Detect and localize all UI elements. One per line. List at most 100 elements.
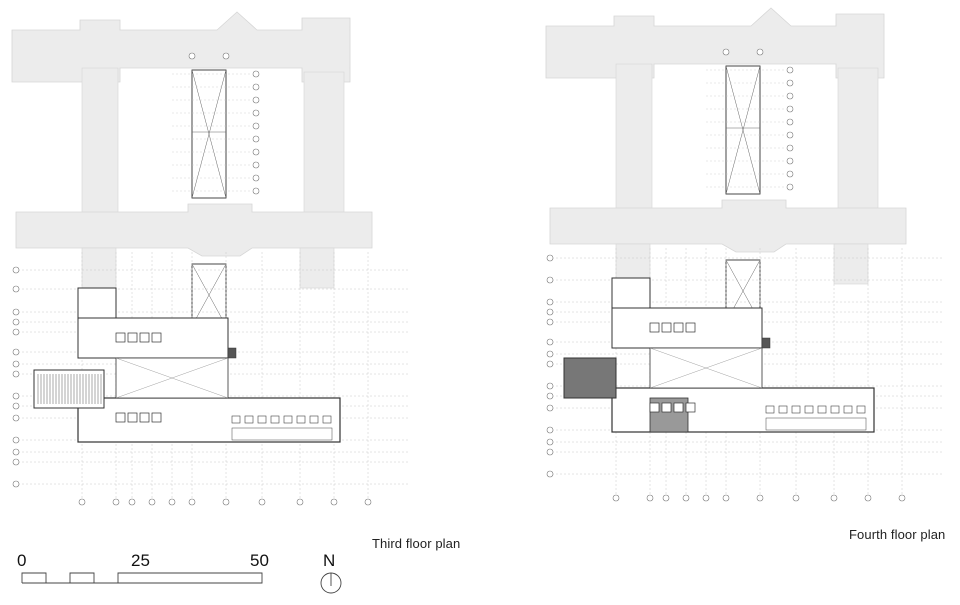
furniture-detail — [270, 415, 280, 424]
grid-bubble-atrium — [252, 135, 260, 143]
furniture-detail — [830, 405, 840, 414]
grid-bubble-col — [296, 498, 304, 506]
grid-bubble-col — [756, 494, 764, 502]
context-north-wing — [11, 11, 351, 83]
window-detail — [685, 322, 696, 333]
grid-bubble-row — [546, 360, 554, 368]
stair-block — [77, 287, 117, 319]
grid-bubble-col — [662, 494, 670, 502]
furniture-detail — [322, 415, 332, 424]
context-north-wing — [545, 7, 885, 79]
grid-bubble-atrium — [252, 187, 260, 195]
grid-bubble-row — [546, 276, 554, 284]
furniture-detail — [778, 405, 788, 414]
context-east-wing — [303, 71, 345, 219]
window-detail — [661, 402, 672, 413]
grid-bubble-atrium — [252, 96, 260, 104]
grid-bubble-row — [12, 436, 20, 444]
grid-bubble-col — [128, 498, 136, 506]
grid-bubble-atrium — [252, 148, 260, 156]
window-detail — [115, 412, 126, 423]
plan-line — [191, 263, 227, 327]
grid-bubble-atrium — [786, 105, 794, 113]
furniture-detail — [231, 415, 241, 424]
context-south-wing — [549, 199, 907, 253]
west-annex — [33, 369, 105, 409]
grid-bubble-row — [546, 448, 554, 456]
grid-bubble-col — [830, 494, 838, 502]
context-south-wing — [15, 203, 373, 257]
grid-bubble-col — [646, 494, 654, 502]
scale-bar-outline — [21, 572, 263, 584]
grid-bubble-row — [12, 348, 20, 356]
third-floor-caption: Third floor plan — [372, 536, 461, 551]
context-east-wing — [837, 67, 879, 215]
grid-bubble-row — [12, 414, 20, 422]
grid-bubble-col — [330, 498, 338, 506]
grid-bubble-row — [546, 308, 554, 316]
grid-bubble-row — [12, 392, 20, 400]
grid-bubble-row — [546, 350, 554, 358]
grid-bubble-row — [12, 370, 20, 378]
grid-bubble-col — [682, 494, 690, 502]
grid-bubble-atrium — [786, 170, 794, 178]
grid-bubble-row — [546, 392, 554, 400]
grid-bubble-row — [546, 338, 554, 346]
column-detail — [761, 337, 771, 349]
grid-bubble-col — [258, 498, 266, 506]
window-detail — [127, 332, 138, 343]
grid-bubble-row — [546, 318, 554, 326]
grid-bubble-row — [12, 266, 20, 274]
furniture-detail — [791, 405, 801, 414]
grid-bubble-atrium — [786, 183, 794, 191]
plan-line — [649, 347, 763, 389]
furniture-detail — [856, 405, 866, 414]
north-arrow-icon — [320, 572, 342, 594]
window-detail — [127, 412, 138, 423]
column-detail — [227, 347, 237, 359]
window-detail — [151, 332, 162, 343]
window-detail — [649, 402, 660, 413]
grid-bubble-col — [792, 494, 800, 502]
window-detail — [685, 402, 696, 413]
grid-bubble-row — [546, 382, 554, 390]
grid-bubble-col — [898, 494, 906, 502]
north-label: N — [323, 551, 336, 570]
grid-bubble-atrium — [786, 66, 794, 74]
grid-bubble-atrium — [252, 161, 260, 169]
scale-label-0: 0 — [17, 551, 27, 570]
window-detail — [115, 332, 126, 343]
grid-bubble-atrium — [786, 131, 794, 139]
plan-line — [725, 65, 761, 195]
window-detail — [151, 412, 162, 423]
grid-bubble-atrium — [786, 118, 794, 126]
grid-bubble-atrium — [786, 157, 794, 165]
grid-bubble-atrium — [252, 83, 260, 91]
scale-bar-icon — [21, 572, 263, 584]
grid-bubble-col — [864, 494, 872, 502]
grid-bubble-row — [12, 458, 20, 466]
furniture-detail — [309, 415, 319, 424]
grid-bubble-col — [148, 498, 156, 506]
window-detail — [649, 322, 660, 333]
grid-bubble-row — [546, 470, 554, 478]
grid-bubble-row — [546, 404, 554, 412]
grid-bubble-top — [222, 52, 230, 60]
window-detail — [661, 322, 672, 333]
grid-bubble-atrium — [252, 122, 260, 130]
grid-bubble-top — [756, 48, 764, 56]
grid-bubble-row — [12, 448, 20, 456]
grid-bubble-col — [722, 494, 730, 502]
grid-bubble-row — [12, 480, 20, 488]
grid-bubble-atrium — [786, 79, 794, 87]
grid-bubble-atrium — [786, 144, 794, 152]
context-stair-west — [81, 247, 117, 289]
context-stair-east — [833, 243, 869, 285]
furniture-detail — [765, 405, 775, 414]
grid-bubble-row — [546, 426, 554, 434]
grid-bubble-row — [12, 360, 20, 368]
grid-bubble-row — [12, 402, 20, 410]
grid-bubble-atrium — [252, 70, 260, 78]
furniture-detail — [817, 405, 827, 414]
